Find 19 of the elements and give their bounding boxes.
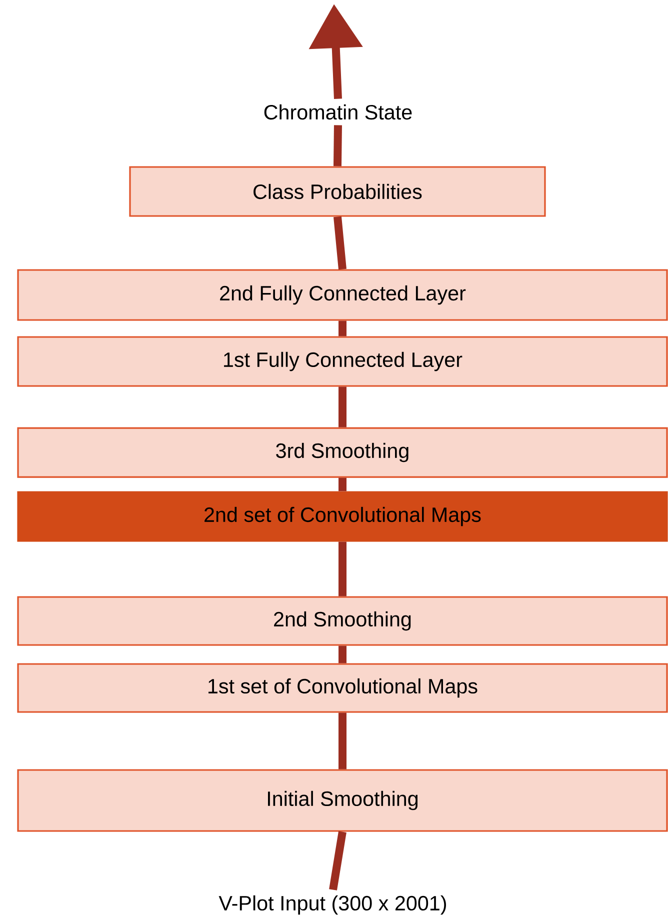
- layer-box: 2nd set of Convolutional Maps: [17, 491, 668, 542]
- layer-box: 1st Fully Connected Layer: [17, 336, 668, 387]
- connector-line: [329, 831, 346, 890]
- connector-line: [338, 712, 346, 770]
- label-text: Chromatin State: [264, 104, 412, 120]
- layer-box: Initial Smoothing: [17, 769, 668, 832]
- connector-line: [338, 542, 346, 596]
- layer-box: 2nd Smoothing: [17, 596, 668, 646]
- connector-line: [333, 125, 342, 166]
- connector-line: [334, 216, 346, 270]
- layer-box: 1st set of Convolutional Maps: [17, 663, 668, 713]
- connector-line: [338, 646, 346, 664]
- connector-line: [338, 386, 346, 428]
- layer-box: 3rd Smoothing: [17, 427, 668, 478]
- connector-line: [338, 320, 346, 336]
- layer-box: Class Probabilities: [129, 166, 546, 217]
- connector-line: [338, 478, 346, 492]
- layer-box: 2nd Fully Connected Layer: [17, 269, 668, 321]
- label-text: V-Plot Input (300 x 2001): [218, 895, 446, 915]
